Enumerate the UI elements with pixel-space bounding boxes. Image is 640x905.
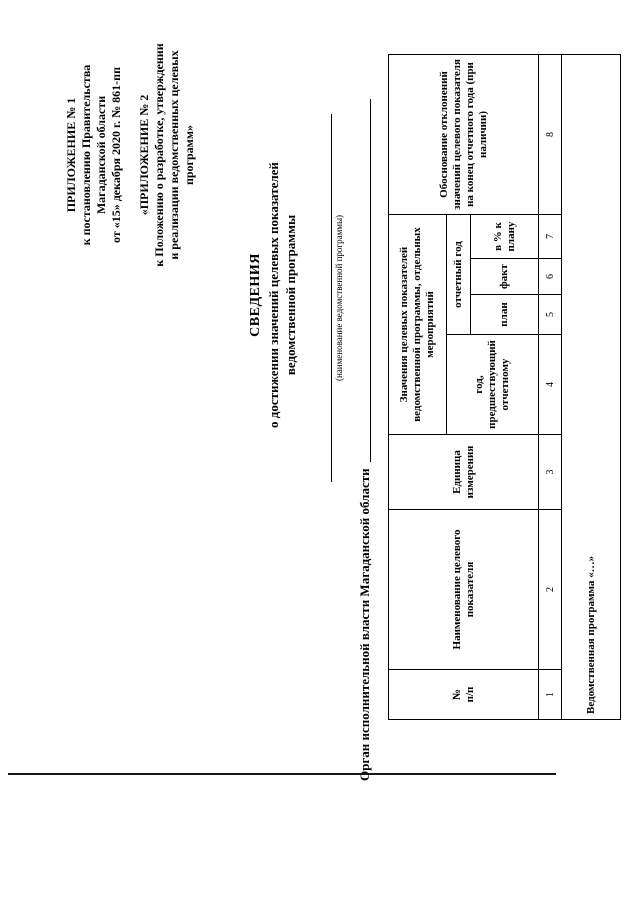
appendix-header-line: к постановлению Правительства: [79, 64, 93, 246]
program-row-label: Ведомственная программа «…»: [561, 54, 621, 720]
program-name-blank: (наименование ведомственной программы): [331, 114, 345, 482]
col-header-pct: в % к плану: [470, 214, 539, 259]
column-number: 3: [538, 434, 562, 510]
column-number: 8: [538, 54, 562, 215]
col-header-values-group: Значения целевых показателей ведомственн…: [388, 214, 447, 435]
appendix-header-line: от «15» декабря 2020 г. № 861-пп: [109, 67, 123, 244]
authority-line: Орган исполнительной власти Магаданской …: [355, 99, 374, 781]
column-number: 7: [538, 214, 562, 259]
column-number: 4: [538, 334, 562, 435]
col-header-no-line: п/п: [463, 686, 476, 703]
col-header-unit: Единица измерения: [388, 434, 539, 510]
col-header-fact: факт: [470, 258, 539, 295]
col-header-prev-year: год, предшествующий отчетному: [446, 334, 539, 435]
col-header-no: № п/п: [388, 669, 539, 720]
column-number: 1: [538, 669, 562, 720]
authority-label: Орган исполнительной власти Магаданской …: [357, 468, 372, 781]
appendix-header-line: Магаданской области: [94, 95, 108, 215]
appendix-header-line: ПРИЛОЖЕНИЕ № 1: [64, 97, 78, 213]
col-header-report-year: отчетный год: [446, 214, 471, 335]
page-title: СВЕДЕНИЯ: [248, 253, 263, 337]
appendix-header-line: «ПРИЛОЖЕНИЕ № 2: [137, 94, 151, 216]
col-header-no-line: №: [450, 688, 463, 701]
col-header-plan: план: [470, 294, 539, 335]
appendix-header-line: и реализации ведомственных целевых: [167, 50, 181, 260]
program-name-caption: (наименование ведомственной программы): [334, 214, 344, 382]
appendix-header-line: программ»: [182, 124, 196, 186]
appendix-header: ПРИЛОЖЕНИЕ № 1 к постановлению Правитель…: [64, 26, 197, 284]
title-block: СВЕДЕНИЯ о достижении значений целевых п…: [246, 15, 299, 575]
column-numbers-row: 1 2 3 4 5 6 7 8: [538, 54, 562, 720]
column-number: 6: [538, 258, 562, 295]
table-row: Ведомственная программа «…»: [561, 54, 621, 720]
table-header-row: № п/п Наименование целевого показателя Е…: [388, 54, 539, 720]
column-number: 2: [538, 509, 562, 670]
appendix-header-line: к Положению о разработке, утверждении: [152, 43, 166, 267]
column-number: 5: [538, 294, 562, 335]
authority-blank-line: [355, 99, 371, 463]
page-bottom-rule: [8, 773, 556, 775]
col-header-justification: Обоснование отклонений значений целевого…: [388, 54, 539, 215]
indicators-table: № п/п Наименование целевого показателя Е…: [388, 54, 621, 720]
page-subtitle-line: ведомственной программы: [283, 214, 298, 376]
page-subtitle-line: о достижении значений целевых показателе…: [266, 162, 281, 428]
spacer: [124, 26, 137, 284]
col-header-indicator: Наименование целевого показателя: [388, 509, 539, 670]
